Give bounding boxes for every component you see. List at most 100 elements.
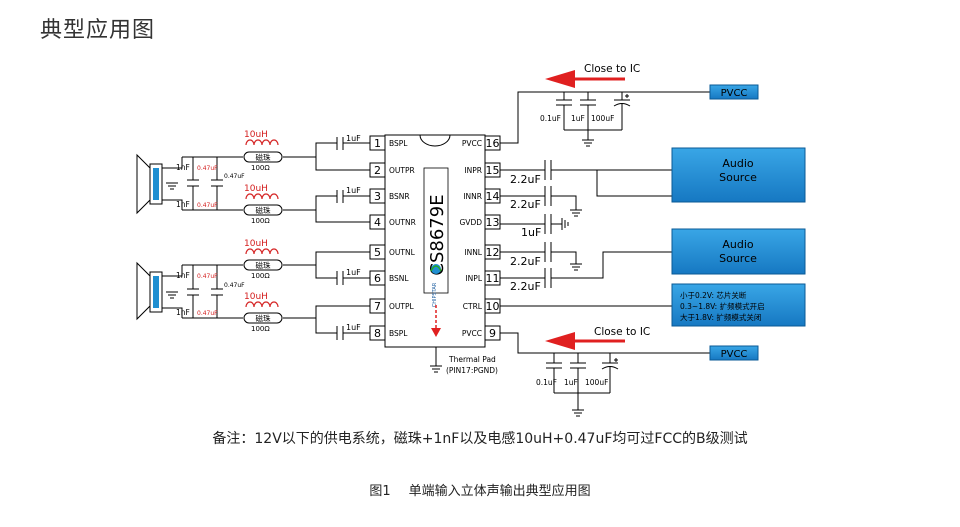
speaker-right xyxy=(136,153,163,215)
pin-label: CTRL xyxy=(463,302,483,311)
audio-source-left: Audio Source xyxy=(671,228,806,275)
chip-notch xyxy=(419,134,451,147)
input-cap-label: 2.2uF xyxy=(510,173,541,186)
inductor-label: 10uH xyxy=(244,292,268,302)
input-caps xyxy=(500,160,672,307)
pin-number: 11 xyxy=(486,272,500,285)
filter-cap-label: 0.47uF xyxy=(197,202,218,209)
pin-number: 16 xyxy=(486,137,500,150)
pvcc-box-top xyxy=(709,84,759,100)
ground-symbol xyxy=(561,209,582,271)
pin-label: INNR xyxy=(463,192,482,201)
filter-cap-label: 1nF xyxy=(176,308,190,317)
ferrite-bead xyxy=(243,259,283,271)
chip-inner-box xyxy=(423,167,449,294)
pin-label: BSPL xyxy=(389,329,408,338)
pin-label: PVCC xyxy=(462,329,482,338)
filter-cap-label: 1nF xyxy=(176,200,190,209)
input-cap-label: 2.2uF xyxy=(510,198,541,211)
inductor-symbol xyxy=(245,248,279,255)
pvcc-box-bottom xyxy=(709,345,759,361)
audio-source-right: Audio Source xyxy=(671,147,806,203)
bead-value: 100Ω xyxy=(251,164,270,172)
filter-cap-label: 0.47uF xyxy=(197,273,218,280)
pin-number: 13 xyxy=(486,216,500,229)
pin-number: 6 xyxy=(374,272,381,285)
pin-label: PVCC xyxy=(462,139,482,148)
inductor-label: 10uH xyxy=(244,239,268,249)
filter-cap-label: 0.47uF xyxy=(224,173,245,180)
close-to-ic-label: Close to IC xyxy=(584,63,640,75)
ferrite-bead xyxy=(243,204,283,216)
chip-logo: CHIPSTAR xyxy=(430,264,442,307)
filter-cap-label: 0.47uF xyxy=(197,165,218,172)
pin-number: 2 xyxy=(374,164,381,177)
bead-value: 100Ω xyxy=(251,217,270,225)
thermal-pad-pin: (PIN17:PGND) xyxy=(446,366,498,375)
audio-source-label: Audio xyxy=(722,238,754,251)
right-pins: 16PVCC15INPR14INNR13GVDD12INNL11INPL10CT… xyxy=(460,135,501,341)
decoupling-label: 1uF xyxy=(564,378,578,387)
decoupling-label: 100uF xyxy=(585,378,608,387)
pin-label: OUTPL xyxy=(389,302,414,311)
gvdd-cap-label: 1uF xyxy=(521,226,541,239)
filter-cap-label: 1nF xyxy=(176,163,190,172)
audio-source-label: Source xyxy=(719,252,757,265)
bead-value: 100Ω xyxy=(251,325,270,333)
bead-label: 磁珠 xyxy=(256,313,271,323)
pin-number: 15 xyxy=(486,164,500,177)
filter-cap-label: 0.47uF xyxy=(224,282,245,289)
bead-label: 磁珠 xyxy=(256,205,271,215)
filter-cap-label: 0.47uF xyxy=(197,310,218,317)
input-cap-label: 2.2uF xyxy=(510,255,541,268)
bead-value: 100Ω xyxy=(251,272,270,280)
decoupling-label: 0.1uF xyxy=(536,378,557,387)
pin-number: 4 xyxy=(374,216,381,229)
pin-number: 14 xyxy=(486,190,500,203)
output-filters: 10uH磁珠100Ω10uH磁珠100Ω10uH磁珠100Ω10uH磁珠100Ω… xyxy=(162,130,316,333)
pin-number: 8 xyxy=(374,327,381,340)
bootstrap-cap-label: 1uF xyxy=(346,134,361,143)
chip-name: CS8679E xyxy=(427,194,448,275)
ground-symbol xyxy=(166,182,178,190)
ctrl-mode-line: 大于1.8V: 扩频模式关闭 xyxy=(680,312,761,322)
pin-number: 7 xyxy=(374,300,381,313)
pin-number: 1 xyxy=(374,137,381,150)
pin-label: BSNR xyxy=(389,192,410,201)
decoupling-label: 0.1uF xyxy=(540,114,561,123)
pin-label: OUTNL xyxy=(389,248,416,257)
pin-number: 3 xyxy=(374,190,381,203)
ground-symbol xyxy=(430,360,442,373)
pin-label: INPR xyxy=(464,166,482,175)
page-title: 典型应用图 xyxy=(40,18,156,43)
ferrite-bead xyxy=(243,151,283,163)
speaker-left xyxy=(136,261,163,321)
figure-title: 单端输入立体声输出典型应用图 xyxy=(408,484,591,499)
pin-box xyxy=(484,214,501,230)
ctrl-mode-line: 小于0.2V: 芯片关断 xyxy=(680,290,747,300)
pin-label: BSNL xyxy=(389,274,409,283)
chip-logo-text: CHIPSTAR xyxy=(432,282,438,307)
figure-number: 图1 xyxy=(369,484,391,499)
bead-label: 磁珠 xyxy=(256,260,271,270)
ctrl-mode-box: 小于0.2V: 芯片关断 0.3~1.8V: 扩频模式开启 大于1.8V: 扩频… xyxy=(671,283,806,327)
pin-number: 5 xyxy=(374,246,381,259)
pin-label: GVDD xyxy=(460,218,483,227)
pvcc-label: PVCC xyxy=(721,88,748,99)
audio-source-label: Source xyxy=(719,171,757,184)
pin-label: OUTNR xyxy=(389,218,416,227)
speaker-wire xyxy=(162,157,183,210)
ferrite-bead xyxy=(243,312,283,324)
input-cap-label: 2.2uF xyxy=(510,280,541,293)
decoupling-label: 1uF xyxy=(571,114,585,123)
inductor-label: 10uH xyxy=(244,130,268,140)
inductor-symbol xyxy=(245,301,279,308)
bootstrap-caps xyxy=(315,137,370,340)
design-note: 备注：12V以下的供电系统，磁珠+1nF以及电感10uH+0.47uF均可过FC… xyxy=(212,431,748,447)
pin-label: OUTPR xyxy=(389,166,415,175)
thermal-arrow-head xyxy=(431,328,441,337)
power-bottom xyxy=(500,332,710,417)
filter-cap-label: 1nF xyxy=(176,271,190,280)
close-to-ic-arrow xyxy=(545,332,625,350)
